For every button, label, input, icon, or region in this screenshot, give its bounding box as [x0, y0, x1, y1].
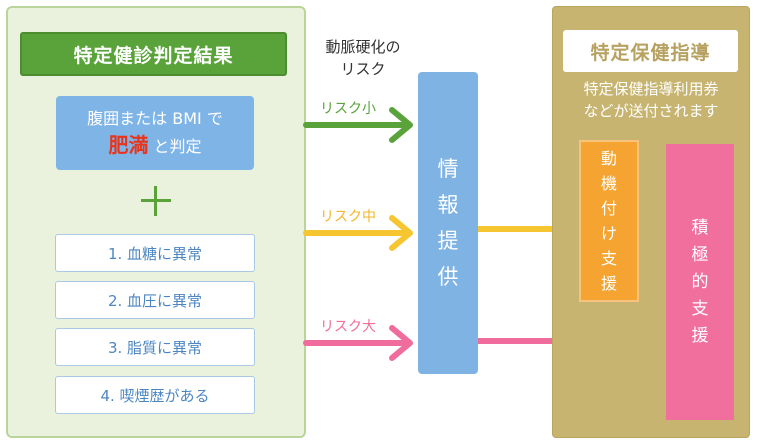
info-char: 供	[437, 265, 459, 289]
active-char: 極	[691, 244, 709, 265]
motivation-char: 機	[600, 174, 617, 193]
voucher-note-line1: 特定保健指導利用券	[583, 80, 719, 98]
motivation-char: 動	[600, 149, 617, 168]
info-char: 提	[437, 229, 459, 253]
risk-large-label: リスク大	[320, 319, 376, 335]
active-char: 的	[691, 271, 709, 292]
arrow-risk-medium-head	[389, 215, 413, 251]
arrow-risk-small-head	[389, 107, 413, 143]
bmi-highlight: 肥満	[108, 133, 149, 157]
info-char: 報	[437, 193, 459, 217]
motivation-char: 援	[600, 274, 617, 293]
arrow-risk-large-head	[389, 325, 413, 361]
bmi-line2-suffix: と判定	[148, 137, 202, 156]
active-char: 支	[691, 298, 709, 319]
condition-item-4: 4. 喫煙歴がある	[55, 376, 255, 414]
risk-caption-line1: 動脈硬化の	[325, 38, 401, 56]
motivation-char: け	[600, 224, 617, 243]
left-panel-title: 特定健診判定結果	[20, 32, 287, 76]
bmi-judgement-box: 腹囲または BMI で 肥満 と判定	[56, 96, 254, 170]
motivation-char: 支	[600, 249, 617, 268]
active-char: 積	[691, 217, 709, 238]
voucher-note-line2: などが送付されます	[583, 102, 719, 120]
risk-medium-label: リスク中	[320, 209, 376, 225]
active-support-box: 積 極 的 支 援	[666, 144, 734, 420]
motivation-support-box: 動 機 付 け 支 援	[579, 140, 639, 302]
bmi-line1: 腹囲または BMI で	[87, 109, 223, 128]
condition-item-2: 2. 血圧に異常	[55, 281, 255, 319]
risk-caption: 動脈硬化の リスク	[308, 36, 418, 80]
risk-small-label: リスク小	[320, 101, 376, 117]
motivation-char: 付	[600, 199, 617, 218]
info-provision-box: 情 報 提 供	[418, 72, 478, 374]
plus-icon	[141, 186, 171, 216]
right-panel-title: 特定保健指導	[563, 30, 738, 72]
info-char: 情	[437, 157, 459, 181]
condition-item-3: 3. 脂質に異常	[55, 328, 255, 366]
condition-item-1: 1. 血糖に異常	[55, 234, 255, 272]
left-panel	[6, 6, 306, 438]
risk-caption-line2: リスク	[340, 60, 386, 78]
bmi-line2: 肥満 と判定	[56, 132, 254, 160]
voucher-note: 特定保健指導利用券 などが送付されます	[556, 78, 746, 122]
active-char: 援	[691, 325, 709, 346]
